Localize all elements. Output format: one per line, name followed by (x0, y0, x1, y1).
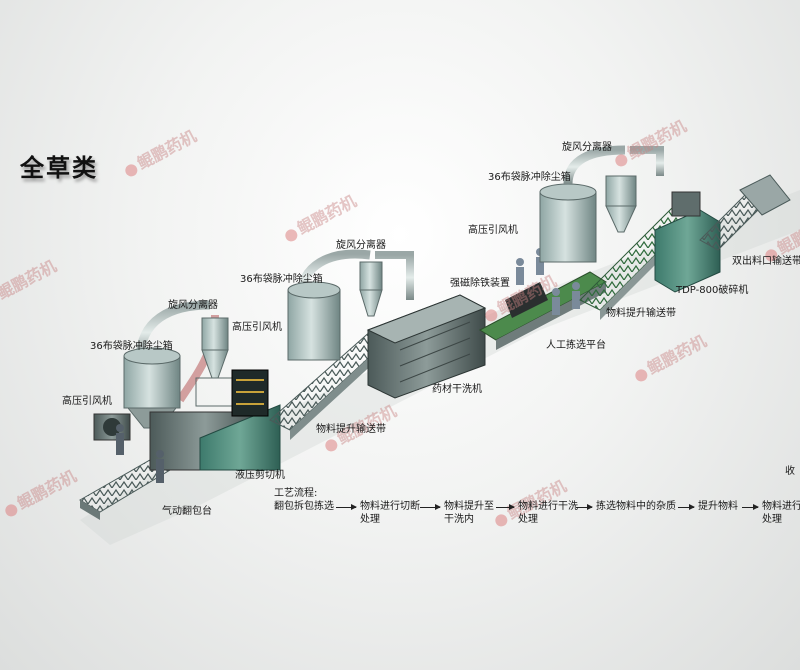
label-cyclone-1: 旋风分离器 (168, 296, 218, 311)
cyclone-2-machine (360, 262, 382, 316)
fan-1-machine (94, 414, 130, 440)
flow-arrow (678, 507, 694, 508)
flow-arrow (496, 507, 514, 508)
page-title: 全草类 (20, 148, 98, 183)
label-cyclone-2: 旋风分离器 (336, 236, 386, 251)
flow-step: 物料进行切断处理 (360, 500, 420, 526)
flow-step: 物料提升至干洗内 (444, 500, 494, 526)
label-cutter: 液压剪切机 (235, 466, 285, 481)
flow-step: 拣选物料中的杂质 (596, 500, 676, 513)
label-fan-1: 高压引风机 (62, 392, 112, 407)
label-conveyor-1: 物料提升输送带 (316, 420, 386, 435)
flow-arrow (420, 507, 440, 508)
label-cut-off: 收 (785, 462, 795, 477)
label-dust-box-3: 36布袋脉冲除尘箱 (488, 168, 571, 183)
label-fan-2: 高压引风机 (232, 318, 282, 333)
label-fan-3: 高压引风机 (468, 221, 518, 236)
flow-step: 物料进行干洗处理 (518, 500, 578, 526)
label-cyclone-3: 旋风分离器 (562, 138, 612, 153)
label-crusher: TDP-800破碎机 (676, 281, 748, 296)
label-dust-box-2: 36布袋脉冲除尘箱 (240, 270, 323, 285)
flow-step: 提升物料 (698, 500, 738, 513)
flow-heading: 工艺流程: (274, 487, 317, 500)
dust-box-2-machine (288, 282, 340, 360)
flow-arrow (576, 507, 592, 508)
label-conveyor-2: 物料提升输送带 (606, 304, 676, 319)
label-dryer: 药材干洗机 (432, 380, 482, 395)
label-discharge: 双出料口输送带 (732, 252, 800, 267)
flow-step: 物料进行处理 (762, 500, 800, 526)
flow-step: 翻包拆包拣选 (274, 500, 334, 513)
label-dust-box-1: 36布袋脉冲除尘箱 (90, 337, 173, 352)
flow-arrow (742, 507, 758, 508)
label-platform: 人工拣选平台 (546, 336, 606, 351)
label-flip-table: 气动翻包台 (162, 502, 212, 517)
label-magnet: 强磁除铁装置 (450, 274, 510, 289)
flow-arrow (336, 507, 356, 508)
